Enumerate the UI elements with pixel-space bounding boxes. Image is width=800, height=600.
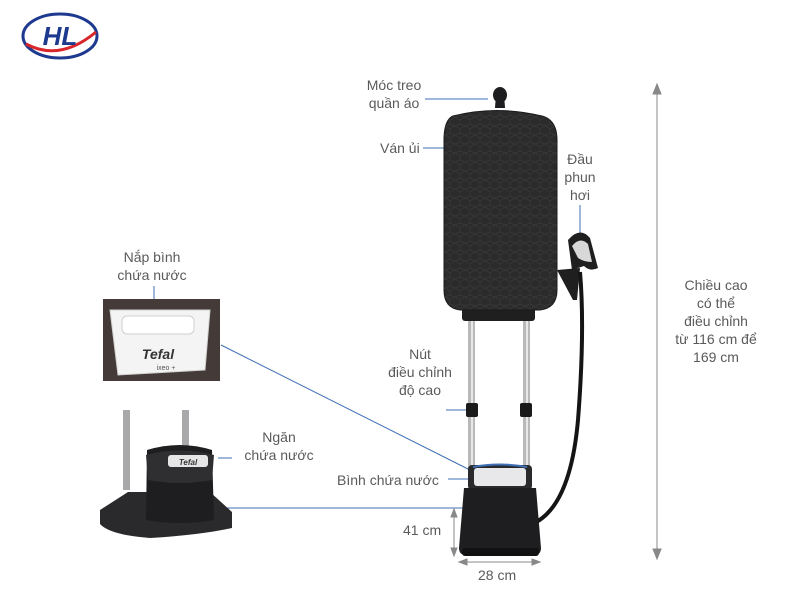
label-steam-head-line1: Đầu bbox=[567, 151, 593, 167]
steamer-poles bbox=[462, 303, 535, 478]
label-hanger-line2: quần áo bbox=[368, 95, 420, 111]
steam-head bbox=[529, 232, 598, 527]
label-height-button-line2: điều chỉnh bbox=[388, 364, 452, 380]
brand-logo-text: HL bbox=[43, 21, 78, 51]
label-adjustable-height-line4: từ 116 cm để bbox=[675, 331, 757, 347]
label-height-button: Nút điều chỉnh độ cao bbox=[375, 345, 465, 399]
label-height-button-line1: Nút bbox=[409, 346, 431, 362]
compartment-photo: Tefal bbox=[100, 410, 232, 538]
label-hanger: Móc treo quần áo bbox=[355, 76, 433, 112]
label-width: 28 cm bbox=[478, 567, 517, 583]
label-adjustable-height-line2: có thể bbox=[696, 295, 736, 311]
label-adjustable-height-line5: 169 cm bbox=[693, 349, 739, 365]
label-adjustable-height: Chiều cao có thể điều chỉnh từ 116 cm để… bbox=[668, 276, 764, 366]
tank-lid-model-print: ixeo + bbox=[157, 365, 176, 372]
compartment-brand-print: Tefal bbox=[179, 458, 198, 467]
tank-lid-photo: Tefal ixeo + bbox=[103, 299, 220, 381]
label-steam-head-line3: hơi bbox=[569, 187, 591, 203]
label-depth: 41 cm bbox=[403, 522, 442, 538]
label-compartment-line2: chứa nước bbox=[244, 447, 314, 463]
label-tank-lid-line1: Nắp bình bbox=[123, 249, 181, 265]
label-height-button-line3: độ cao bbox=[398, 382, 442, 398]
tank-lid-brand-print: Tefal bbox=[142, 346, 175, 362]
label-tank-lid-line2: chứa nước bbox=[117, 267, 187, 283]
label-water-tank: Bình chứa nước bbox=[337, 472, 439, 488]
label-tank-lid: Nắp bình chứa nước bbox=[102, 248, 202, 284]
brand-logo: HL bbox=[20, 10, 100, 62]
dimension-lines bbox=[450, 82, 662, 566]
callout-lines bbox=[153, 98, 581, 509]
label-compartment-line1: Ngăn bbox=[262, 429, 296, 445]
steamer-base bbox=[459, 463, 541, 556]
brand-logo-icon: HL bbox=[21, 12, 99, 60]
label-steam-head-line2: phun bbox=[564, 169, 596, 185]
ironing-board bbox=[443, 87, 558, 311]
label-compartment: Ngăn chứa nước bbox=[236, 428, 322, 464]
label-hanger-line1: Móc treo bbox=[366, 77, 422, 93]
label-steam-head: Đầu phun hơi bbox=[553, 150, 607, 204]
label-ironing-board: Ván ủi bbox=[380, 140, 420, 156]
label-adjustable-height-line1: Chiều cao bbox=[684, 277, 748, 293]
label-adjustable-height-line3: điều chỉnh bbox=[684, 313, 748, 329]
